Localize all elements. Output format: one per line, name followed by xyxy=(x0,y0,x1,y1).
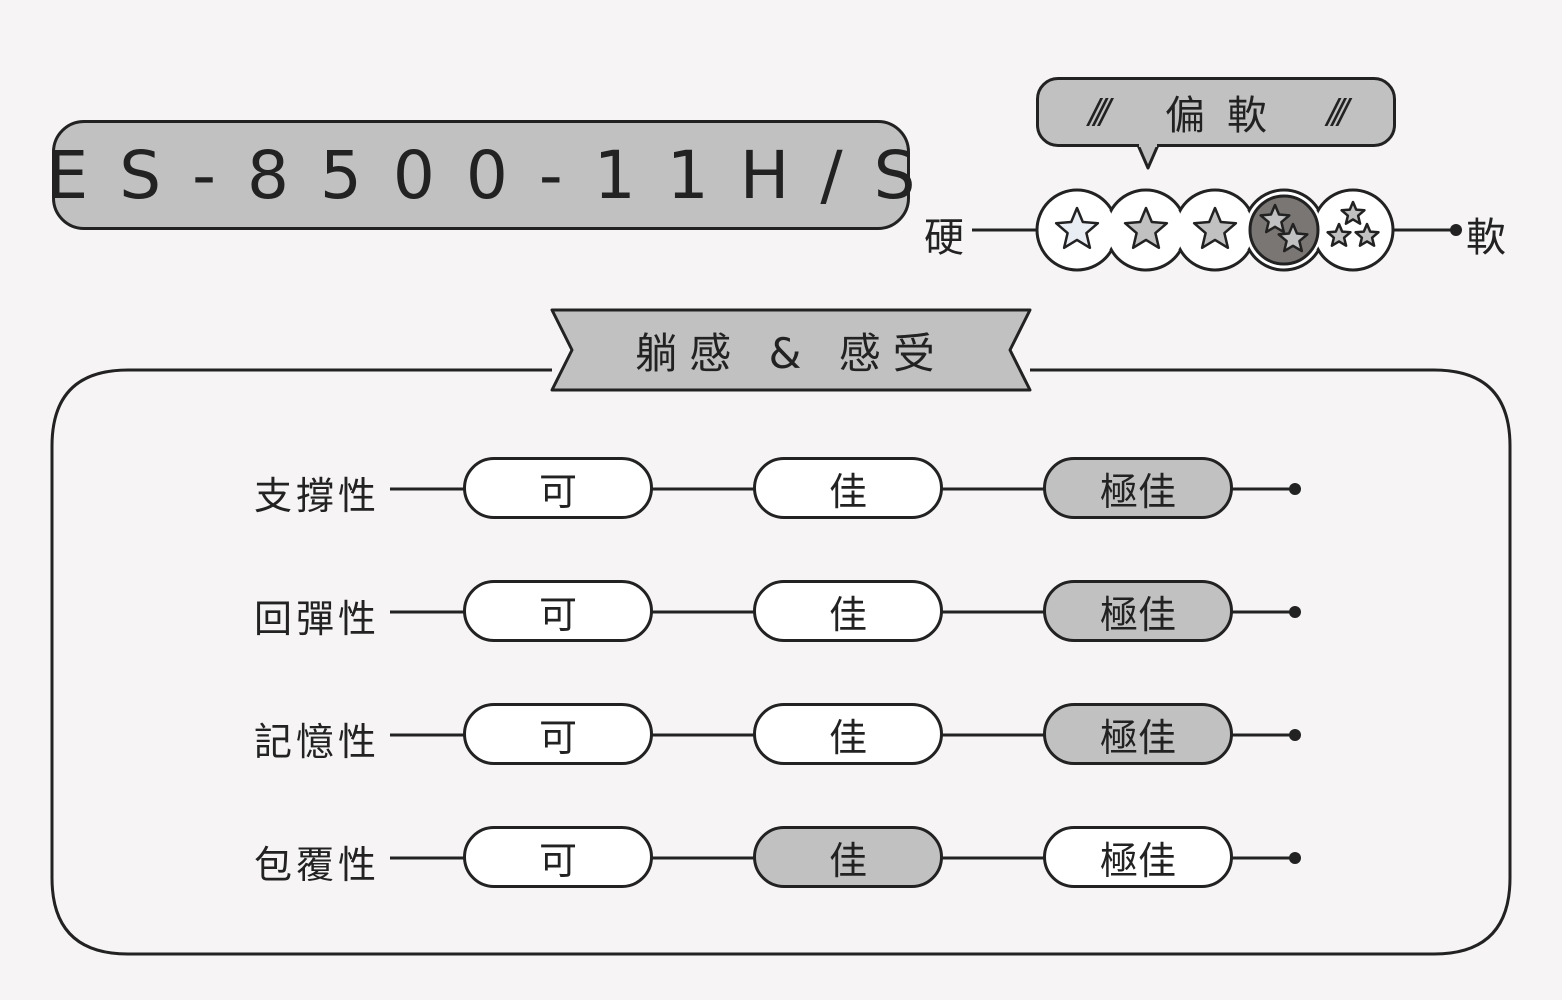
rating-option: 極佳 xyxy=(1043,457,1233,519)
rating-option: 極佳 xyxy=(1043,580,1233,642)
rating-row: 回彈性 可 佳 極佳 xyxy=(0,578,1562,648)
slash-marks-left: /// xyxy=(1088,92,1112,132)
star-icon xyxy=(1259,203,1291,234)
firmness-scale xyxy=(972,188,1462,272)
rating-end-dot xyxy=(1289,483,1301,495)
firmness-end-dot xyxy=(1450,224,1462,236)
rating-option: 佳 xyxy=(753,457,943,519)
rating-end-dot xyxy=(1289,852,1301,864)
badge-pointer xyxy=(1136,144,1160,170)
firmness-badge-label: 偏軟 xyxy=(1165,93,1289,139)
rating-label: 記憶性 xyxy=(254,720,381,764)
rating-end-dot xyxy=(1289,729,1301,741)
section-title: 躺感 & 感受 xyxy=(635,328,947,378)
rating-label: 包覆性 xyxy=(254,843,381,887)
star-icon xyxy=(1192,206,1238,250)
rating-label: 支撐性 xyxy=(254,474,381,518)
model-name: ES-8500-11H/S xyxy=(46,136,947,214)
rating-option: 極佳 xyxy=(1043,826,1233,888)
star-icon xyxy=(1123,206,1169,250)
rating-end-dot xyxy=(1289,606,1301,618)
star-icon xyxy=(1054,206,1100,250)
rating-row: 記憶性 可 佳 極佳 xyxy=(0,701,1562,771)
firmness-hard-label: 硬 xyxy=(924,215,964,261)
slash-marks-right: /// xyxy=(1327,92,1350,132)
rating-option: 可 xyxy=(463,826,653,888)
firmness-badge: /// 偏軟 /// xyxy=(1036,77,1396,147)
rating-option: 極佳 xyxy=(1043,703,1233,765)
star-icon xyxy=(1277,222,1309,253)
rating-option: 佳 xyxy=(753,580,943,642)
model-name-box: ES-8500-11H/S xyxy=(47,120,915,230)
section-ribbon xyxy=(550,308,1032,392)
rating-option: 可 xyxy=(463,580,653,642)
star-icon xyxy=(1354,222,1380,247)
rating-label: 回彈性 xyxy=(254,597,381,641)
rating-option: 佳 xyxy=(753,826,943,888)
rating-option: 可 xyxy=(463,457,653,519)
rating-option: 佳 xyxy=(753,703,943,765)
rating-option: 可 xyxy=(463,703,653,765)
rating-row: 包覆性 可 佳 極佳 xyxy=(0,824,1562,894)
star-icon xyxy=(1326,222,1352,247)
star-icon xyxy=(1340,200,1366,225)
firmness-soft-label: 軟 xyxy=(1466,215,1506,261)
rating-row: 支撐性 可 佳 極佳 xyxy=(0,455,1562,525)
